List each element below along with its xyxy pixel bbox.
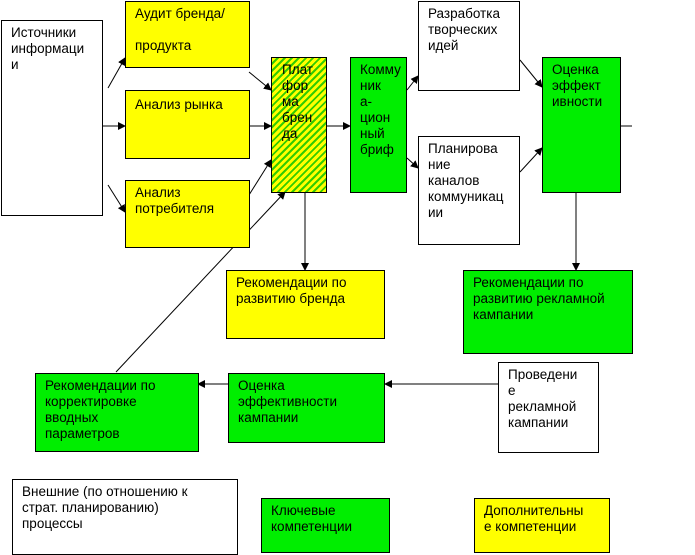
node-campaign-recommendations: Рекомендации по развитию рекламной кампа… (463, 270, 633, 354)
node-campaign-evaluation: Оценка эффективности кампании (228, 373, 385, 443)
arrow-channels-to-eval (519, 147, 543, 173)
arrow-correction-to-platform (115, 191, 286, 373)
node-channel-planning: Планирова ние каналов коммуникац ии (418, 136, 520, 245)
node-brand-recommendations: Рекомендации по развитию бренда (226, 270, 385, 339)
node-market-analysis: Анализ рынка (125, 90, 250, 159)
arrow-sources-to-consumer (107, 184, 126, 213)
node-communication-brief: Комму ник а- цион ный бриф (350, 57, 407, 193)
arrow-brief-to-creative (406, 75, 419, 91)
legend-key-competencies: Ключевые компетенции (261, 498, 390, 553)
arrow-audit-to-platform (248, 71, 272, 91)
node-brand-platform: Плат фор ма брен да (271, 57, 327, 193)
node-effectiveness-evaluation: Оценка эффект ивности (542, 57, 621, 193)
node-input-correction: Рекомендации по корректировке вводных па… (35, 373, 199, 452)
node-creative-ideas: Разработка творческих идей (418, 1, 520, 91)
arrow-brief-to-channels (406, 157, 419, 169)
legend-additional-competencies: Дополнительны е компетенции (474, 498, 610, 553)
node-brand-audit: Аудит бренда/ продукта (125, 1, 250, 68)
node-campaign-execution: Проведени е рекламной кампании (498, 362, 599, 453)
arrow-creative-to-eval (519, 59, 543, 88)
arrow-sources-to-audit (107, 57, 126, 89)
arrow-consumer-to-platform (248, 159, 272, 196)
legend-external-processes: Внешние (по отношению к страт. планирова… (12, 479, 238, 555)
node-information-sources: Источники информаци и (1, 20, 103, 216)
node-consumer-analysis: Анализ потребителя (125, 180, 250, 248)
